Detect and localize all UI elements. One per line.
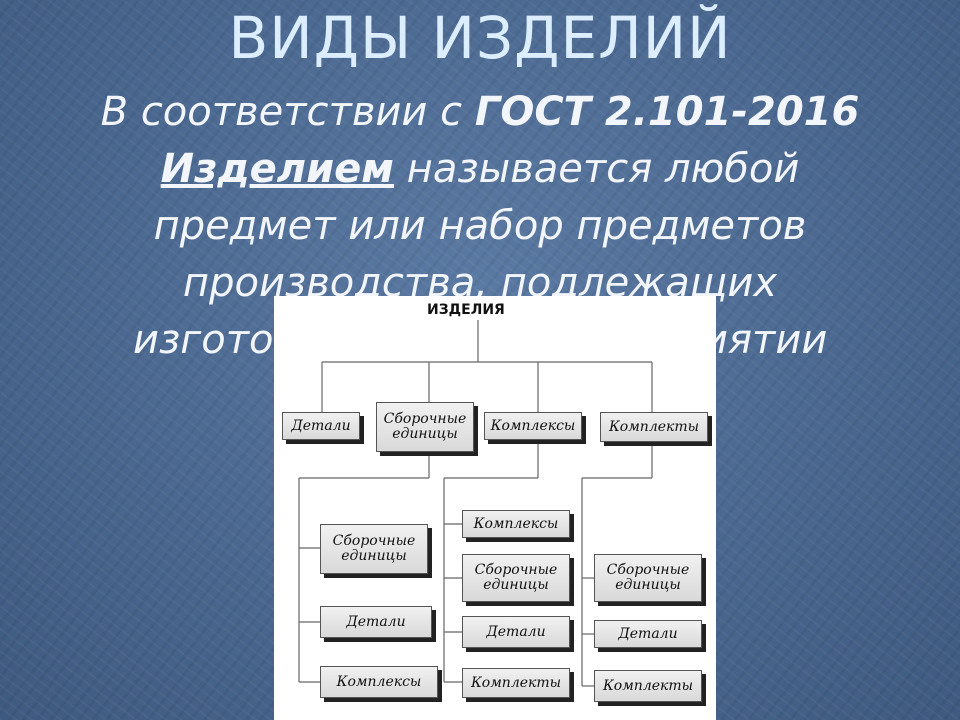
box-complexes-sub-details: Детали	[462, 616, 570, 648]
diagram-root-label: ИЗДЕЛИЯ	[424, 302, 508, 318]
box-level1-kits: Комплекты	[600, 412, 708, 442]
box-complexes-sub-assembly: Сборочные единицы	[462, 554, 570, 602]
box-kits-sub-assembly: Сборочные единицы	[594, 554, 702, 602]
box-kits-sub-kits: Комплекты	[594, 670, 702, 702]
box-level1-details: Детали	[282, 412, 360, 440]
gost-reference: ГОСТ 2.101-2016	[474, 89, 860, 135]
diagram-connectors	[298, 320, 653, 687]
line5-right-fragment: иятии	[702, 317, 828, 363]
box-level1-complexes: Комплексы	[484, 412, 582, 440]
line5-left-fragment: изгото	[133, 317, 274, 363]
box-assembly-sub-details: Детали	[320, 606, 432, 638]
slide-title: ВИДЫ ИЗДЕЛИЙ	[228, 4, 732, 72]
definition-line-5: изгото иятии	[40, 312, 920, 369]
line1-prefix: В соответствии с	[100, 89, 475, 135]
definition-line-2: Изделием называется любой	[40, 141, 920, 198]
box-kits-sub-details: Детали	[594, 620, 702, 648]
box-assembly-sub-assembly: Сборочные единицы	[320, 524, 428, 574]
box-assembly-sub-complexes: Комплексы	[320, 666, 438, 698]
line2-rest: называется любой	[393, 146, 800, 192]
definition-text: В соответствии с ГОСТ 2.101-2016 Изделие…	[40, 84, 920, 369]
box-level1-assembly-units: Сборочные единицы	[376, 402, 474, 452]
term-product: Изделием	[160, 146, 394, 192]
product-types-diagram: ИЗДЕЛИЯ Детали Сборочные единицы Комплек…	[274, 296, 716, 720]
definition-line-1: В соответствии с ГОСТ 2.101-2016	[40, 84, 920, 141]
box-complexes-sub-complexes: Комплексы	[462, 510, 570, 538]
box-complexes-sub-kits: Комплекты	[462, 668, 570, 698]
definition-line-3: предмет или набор предметов	[153, 203, 807, 249]
